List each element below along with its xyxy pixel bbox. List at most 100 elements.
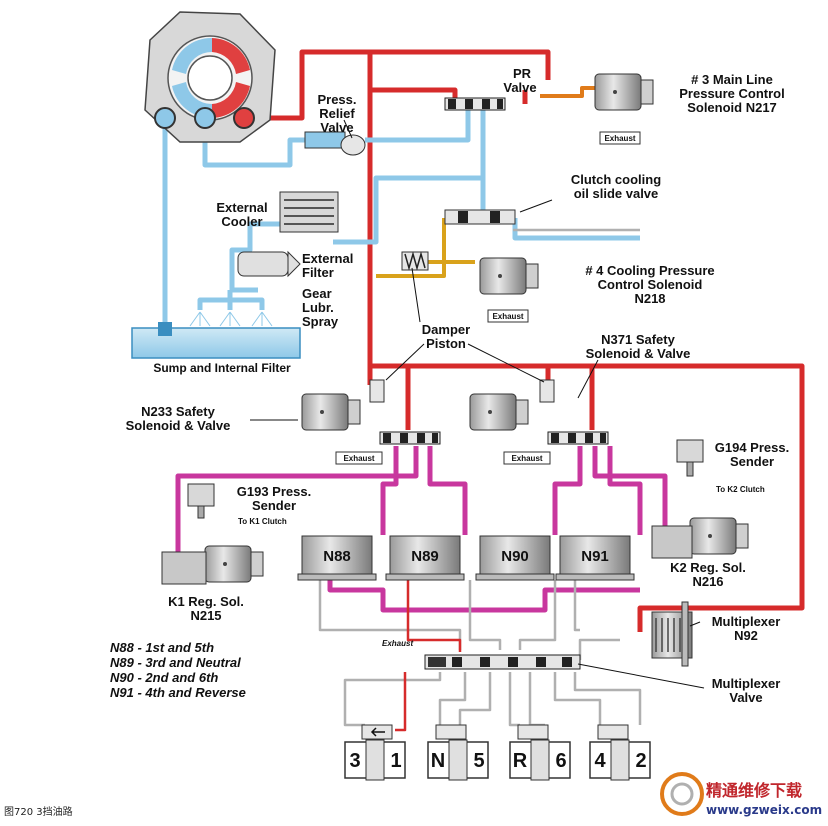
external-cooler <box>279 191 339 233</box>
svg-text:Sender: Sender <box>730 454 774 469</box>
press-relief-label: Press. Relief Valve <box>317 92 356 135</box>
exhaust-lines <box>318 228 642 727</box>
gear-box-4-2 <box>589 739 651 781</box>
svg-text:Solenoid & Valve: Solenoid & Valve <box>126 418 231 433</box>
exhaust-box <box>599 131 641 145</box>
apply-arrow <box>370 727 385 737</box>
gear-label: 6 <box>555 750 566 772</box>
gear-box-r-6 <box>509 739 571 781</box>
gear-label: 2 <box>635 750 646 772</box>
n371-solenoid <box>469 393 529 431</box>
svg-text:# 3 Main Line: # 3 Main Line <box>691 72 773 87</box>
n88-label: N88 <box>323 548 351 565</box>
svg-text:Filter: Filter <box>302 265 334 280</box>
svg-text:Multiplexer: Multiplexer <box>712 614 781 629</box>
g193-sender <box>187 483 215 519</box>
damper-spring-3 <box>539 379 555 403</box>
main-line-label: # 3 Main Line Pressure Control Solenoid … <box>679 72 784 115</box>
gear-label: 4 <box>594 750 606 772</box>
exhaust-label: Exhaust <box>382 639 413 648</box>
svg-text:Solenoid N217: Solenoid N217 <box>687 100 777 115</box>
svg-text:N233 Safety: N233 Safety <box>141 404 215 419</box>
exhaust-box <box>487 309 529 323</box>
callout-lines <box>250 119 705 689</box>
svg-text:External: External <box>216 200 267 215</box>
k1-reg-label: K1 Reg. Sol. N215 <box>168 594 244 623</box>
svg-text:Gear: Gear <box>302 286 332 301</box>
svg-text:# 4 Cooling Pressure: # 4 Cooling Pressure <box>585 263 714 278</box>
svg-text:Press.: Press. <box>317 92 356 107</box>
exhaust-box <box>335 451 383 465</box>
gear-label: 3 <box>349 750 360 772</box>
gear-box-n-5 <box>427 739 489 781</box>
shift-solenoid-n91 <box>555 535 635 581</box>
n371-valve-spool <box>547 431 609 445</box>
multiplexer-valve-label: Multiplexer Valve <box>712 676 781 705</box>
svg-text:PR: PR <box>513 66 532 81</box>
clutch-cooling-label: Clutch cooling oil slide valve <box>571 172 661 201</box>
press-relief-valve <box>304 131 366 156</box>
exhaust-label: Exhaust <box>511 454 542 463</box>
svg-text:G194 Press.: G194 Press. <box>715 440 789 455</box>
gear-box-3-1 <box>344 739 406 781</box>
n216-solenoid <box>689 517 749 555</box>
svg-text:Solenoid & Valve: Solenoid & Valve <box>586 346 691 361</box>
watermark: 精通维修下载 www.gzweix.com <box>660 772 822 817</box>
g193-label: G193 Press. Sender <box>237 484 311 513</box>
pipes <box>162 49 805 732</box>
external-cooler-label: External Cooler <box>216 200 267 229</box>
clutch-cooling-slide-valve <box>444 209 516 225</box>
main-pressure-lines <box>244 49 805 632</box>
svg-text:N371 Safety: N371 Safety <box>601 332 675 347</box>
svg-text:Valve: Valve <box>729 690 762 705</box>
oil-pump <box>144 11 276 143</box>
multiplexer-n92 <box>651 601 693 667</box>
external-filter-label: External Filter <box>302 251 353 280</box>
damper-piston-label: Damper Piston <box>422 322 470 351</box>
gear-label: 5 <box>473 750 484 772</box>
exhaust-box <box>503 451 551 465</box>
n215-valve-body <box>161 551 207 585</box>
svg-text:Multiplexer: Multiplexer <box>712 676 781 691</box>
damper-spring-2 <box>369 379 385 403</box>
multiplexer-valve <box>424 654 581 670</box>
multiplexer-label: Multiplexer N92 <box>712 614 781 643</box>
gear-label: 1 <box>390 750 401 772</box>
n233-solenoid <box>301 393 361 431</box>
n91-label: N91 <box>581 548 609 565</box>
n89-label: N89 <box>411 548 439 565</box>
exhaust-label: Exhaust <box>492 312 523 321</box>
n233-label: N233 Safety Solenoid & Valve <box>126 404 231 433</box>
shift-solenoid-n88 <box>297 535 377 581</box>
svg-text:Clutch cooling: Clutch cooling <box>571 172 661 187</box>
svg-text:Lubr.: Lubr. <box>302 300 334 315</box>
gear-lubr-label: Gear Lubr. Spray <box>302 286 339 329</box>
svg-text:N215: N215 <box>190 608 221 623</box>
svg-text:Cooler: Cooler <box>221 214 262 229</box>
cooling-pressure-label: # 4 Cooling Pressure Control Solenoid N2… <box>585 263 714 306</box>
pr-valve-label: PR Valve <box>503 66 536 95</box>
n217-solenoid <box>594 73 654 111</box>
g194-sender <box>676 439 704 477</box>
n216-valve-body <box>651 525 693 559</box>
svg-text:Piston: Piston <box>426 336 466 351</box>
n90-label: N90 <box>501 548 529 565</box>
svg-text:Control Solenoid: Control Solenoid <box>598 277 703 292</box>
shift-solenoid-n89 <box>385 535 465 581</box>
n215-solenoid <box>204 545 264 583</box>
svg-text:K1 Reg. Sol.: K1 Reg. Sol. <box>168 594 244 609</box>
exhaust-label: Exhaust <box>343 454 374 463</box>
legend-item: N89 - 3rd and Neutral <box>110 655 241 670</box>
gear-label: R <box>513 750 528 772</box>
sump-label: Sump and Internal Filter <box>153 361 291 375</box>
svg-text:G193 Press.: G193 Press. <box>237 484 311 499</box>
exhaust-label: Exhaust <box>604 134 635 143</box>
cooling-lines <box>376 218 475 278</box>
regulated-lines <box>540 86 600 98</box>
to-k1-label: To K1 Clutch <box>238 517 287 526</box>
clutch-actuators <box>361 724 629 740</box>
figure-caption: 图720 3挡油路 <box>4 807 73 818</box>
legend-item: N91 - 4th and Reverse <box>110 685 246 700</box>
n371-label: N371 Safety Solenoid & Valve <box>586 332 691 361</box>
